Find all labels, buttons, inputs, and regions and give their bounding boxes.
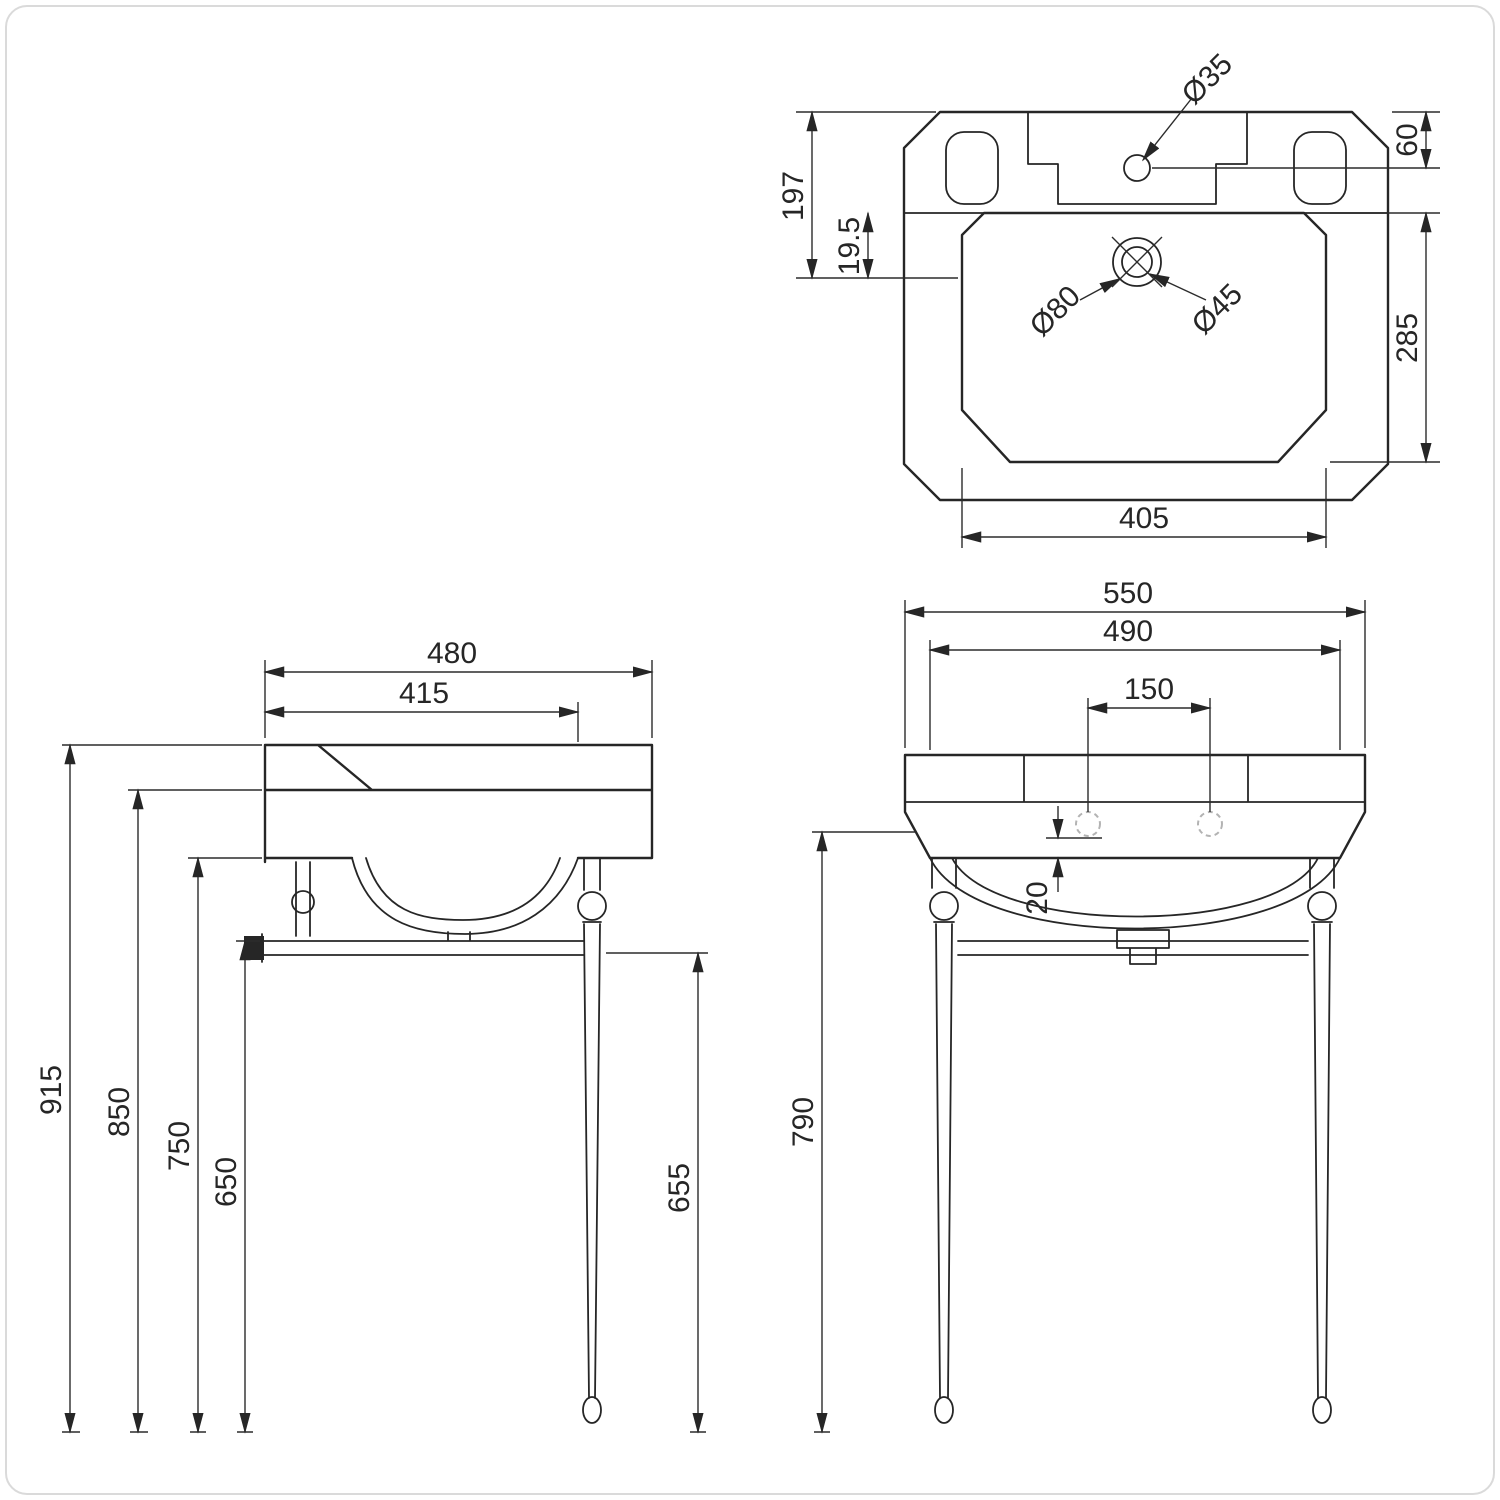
plan-soap-recess-left — [945, 131, 999, 205]
dim-label-tap-hole-dia: Ø35 — [1176, 48, 1239, 111]
front-tap-hole-right — [1197, 811, 1223, 837]
side-rear-support — [295, 861, 311, 937]
front-elevation-view: 550 490 150 20 790 — [787, 577, 1367, 1434]
leader-waste-inner-dia — [1148, 273, 1207, 301]
front-waste-trap — [1116, 929, 1170, 965]
dim-label-850: 850 — [103, 1087, 136, 1137]
dim-label-790: 790 — [787, 1097, 820, 1147]
dim-label-750: 750 — [163, 1121, 196, 1171]
front-rail — [957, 940, 1309, 956]
waste-hole-outer — [1112, 237, 1162, 287]
side-bowl-profile — [351, 857, 579, 935]
front-tap-hole-left — [1075, 811, 1101, 837]
front-leg-left-knob — [929, 891, 959, 921]
dim-label-405: 405 — [1119, 502, 1169, 535]
dim-label-650: 650 — [210, 1157, 243, 1207]
side-leg-knob — [577, 891, 607, 921]
dim-label-150: 150 — [1124, 673, 1174, 706]
front-leg-left-foot — [934, 1396, 954, 1424]
side-rear-support-knob — [291, 890, 315, 914]
waste-hole-inner — [1121, 246, 1153, 278]
side-basin-body — [263, 743, 654, 864]
plan-bowl-outline — [960, 211, 1328, 464]
plan-view: Ø35 60 197 19.5 285 405 Ø80 Ø45 — [777, 48, 1440, 548]
tap-hole — [1123, 154, 1151, 182]
plan-basin-outline — [902, 110, 1390, 502]
front-extension-lines — [812, 600, 1366, 1433]
leader-waste-outer-dia — [1079, 278, 1121, 301]
side-elevation-view: 480 415 915 850 750 650 655 — [35, 637, 708, 1434]
front-bowl-profile — [929, 857, 1341, 930]
dim-label-480: 480 — [427, 637, 477, 670]
dim-label-197: 197 — [777, 171, 810, 221]
waste-centre-cross — [1111, 236, 1163, 288]
dim-label-915: 915 — [35, 1065, 68, 1115]
front-leg-right-knob — [1307, 891, 1337, 921]
dim-label-19_5: 19.5 — [833, 217, 866, 275]
dim-label-60: 60 — [1391, 123, 1424, 156]
plan-extension-lines — [796, 111, 1440, 548]
plan-tap-platform — [1027, 111, 1248, 205]
dim-label-490: 490 — [1103, 615, 1153, 648]
dim-label-waste-outer-dia: Ø80 — [1024, 280, 1087, 343]
front-leg-left — [931, 857, 957, 1399]
dim-label-285: 285 — [1391, 313, 1424, 363]
front-leg-right-foot — [1312, 1396, 1332, 1424]
side-front-leg — [582, 857, 602, 1399]
dim-label-415: 415 — [399, 677, 449, 710]
dim-label-655: 655 — [663, 1163, 696, 1213]
dim-label-waste-inner-dia: Ø45 — [1186, 278, 1249, 341]
front-rim-lines — [904, 754, 1366, 803]
side-extension-lines — [62, 660, 708, 1433]
side-leg-foot — [582, 1396, 602, 1424]
leader-tap-hole-dia — [1141, 97, 1193, 162]
dim-label-550: 550 — [1103, 577, 1153, 610]
dim-label-20: 20 — [1021, 881, 1054, 914]
side-wall-valve — [244, 936, 264, 960]
front-basin-outline — [903, 753, 1367, 860]
front-leg-right — [1309, 857, 1335, 1399]
